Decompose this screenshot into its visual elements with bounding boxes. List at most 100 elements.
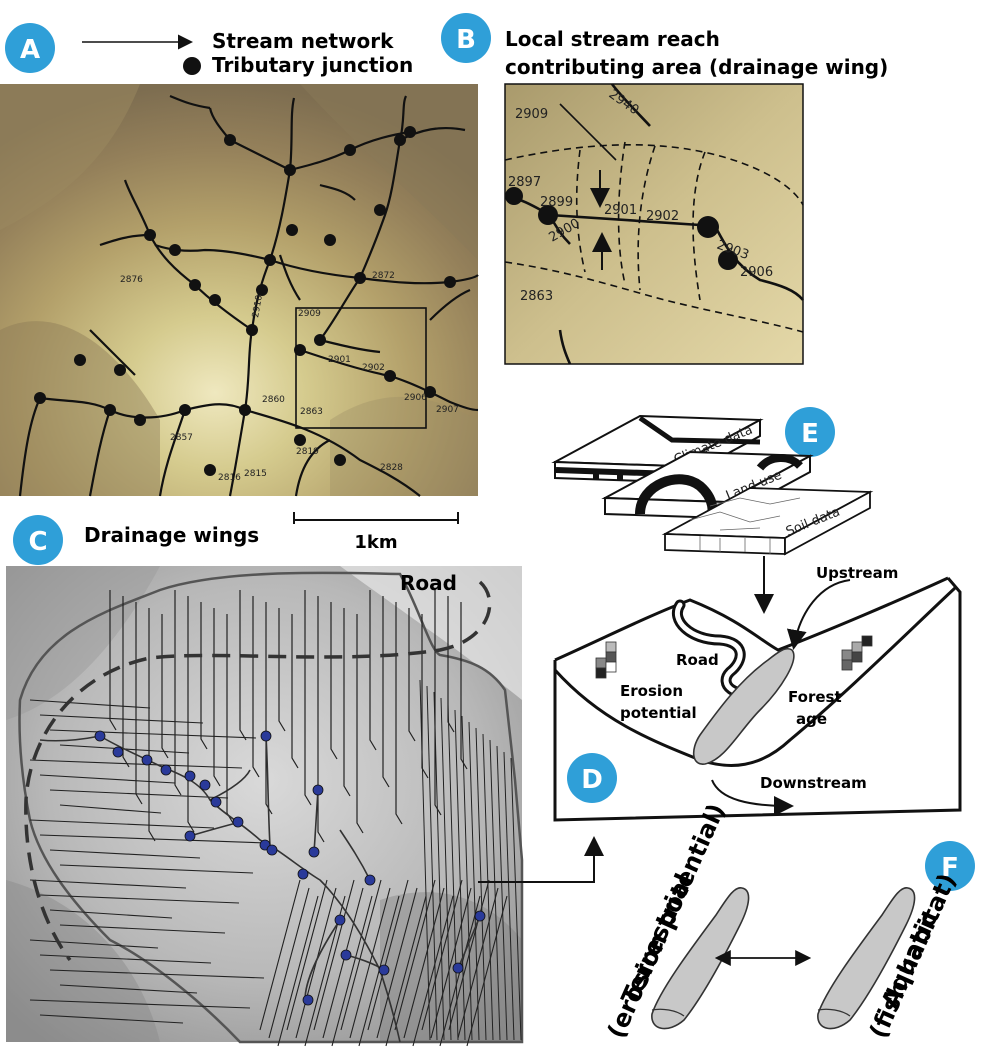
panel-b-streams xyxy=(504,83,805,365)
drainage-wing-line xyxy=(475,727,487,1041)
junction-dot xyxy=(112,746,124,758)
stream-segment xyxy=(358,95,408,279)
junction-dot xyxy=(184,770,196,782)
junction-dot xyxy=(169,244,181,256)
junction-dot xyxy=(179,404,191,416)
stream-label: 2876 xyxy=(120,275,143,285)
drainage-wing-line xyxy=(291,614,299,769)
drainage-wings-c xyxy=(29,590,522,1047)
panel-f: F Terrestrial (erosion potential) Aquati… xyxy=(602,799,975,1042)
stream-label: 2902 xyxy=(362,363,385,373)
drainage-wing-line xyxy=(252,596,260,778)
stream-segment xyxy=(89,329,136,376)
drainage-wing-line xyxy=(49,729,257,739)
stream-segment xyxy=(169,94,211,110)
road-dashed-line xyxy=(24,580,492,962)
layer-soil: Soil data xyxy=(661,487,874,556)
drainage-wing-line xyxy=(174,590,182,796)
stream-label: 2907 xyxy=(436,405,459,415)
junction-dot xyxy=(224,134,236,146)
panel-d: Upstream Downstream Road Erosion potenti… xyxy=(553,564,962,822)
junction-dot xyxy=(232,816,244,828)
junction-dot xyxy=(384,370,396,382)
junctions-c xyxy=(94,730,486,1006)
drainage-wing-line xyxy=(430,887,472,1039)
junction-dot xyxy=(204,464,216,476)
junction-dot xyxy=(344,144,356,156)
drainage-wing-line xyxy=(489,739,501,1041)
drainage-wing-line xyxy=(313,879,355,1031)
drainage-wing-line xyxy=(49,969,265,979)
drainage-wing-line xyxy=(434,590,442,816)
drainage-wing-line xyxy=(419,679,431,1041)
stream-segment xyxy=(339,829,371,881)
drainage-wing-line xyxy=(29,759,243,769)
stream-segment xyxy=(244,408,421,497)
junction-dot xyxy=(209,294,221,306)
junction-dot xyxy=(340,949,352,961)
link-arrow-c-to-d xyxy=(478,836,604,883)
junction-dot xyxy=(184,830,196,842)
road-label: Road xyxy=(400,571,457,595)
drainage-wing-line xyxy=(278,608,286,732)
stream-label: 2906 xyxy=(740,265,773,280)
drainage-wing-boundaries xyxy=(504,141,804,333)
relief-shade xyxy=(340,566,522,700)
stream-label: 2860 xyxy=(262,395,285,405)
drainage-wing-line xyxy=(226,614,234,824)
scale-bar-label: 1km xyxy=(354,532,397,553)
junction-dot xyxy=(302,994,314,1006)
junction-dot xyxy=(160,764,172,776)
relief-shade xyxy=(0,84,140,230)
drainage-wing-line xyxy=(447,596,455,733)
stream-label: 2819 xyxy=(296,447,319,457)
drainage-wing-line xyxy=(367,879,409,1031)
junction-dot xyxy=(199,779,211,791)
junction-dot xyxy=(538,205,558,225)
road-squiggle-inner xyxy=(675,602,763,696)
drainage-wing-line xyxy=(59,924,226,934)
panel-b: B Local stream reach contributing area (… xyxy=(441,13,888,365)
drainage-wing-line xyxy=(503,751,515,1041)
drainage-wing-line xyxy=(200,602,208,750)
panel-c-letter: C xyxy=(28,527,47,557)
block-top-edge xyxy=(554,576,949,662)
stream-label: 2906 xyxy=(404,393,427,403)
junction-dot xyxy=(364,874,376,886)
erosion-label-2: potential xyxy=(620,704,697,722)
junction-dot xyxy=(256,284,268,296)
drainage-wing-line xyxy=(49,849,201,859)
forest-label-1: Forest xyxy=(788,688,842,706)
stream-label: 2863 xyxy=(300,407,323,417)
stream-segment xyxy=(18,397,42,497)
stream-segment xyxy=(399,126,466,141)
drainage-wing-line xyxy=(331,895,373,1047)
drainage-wing-line xyxy=(49,909,173,919)
junction-dot xyxy=(284,164,296,176)
stream-label: 2897 xyxy=(508,175,541,190)
drainage-wing-line xyxy=(343,608,351,797)
junction-dot xyxy=(424,386,436,398)
panel-f-badge xyxy=(925,841,975,891)
drainage-wing-line xyxy=(239,590,247,741)
drainage-wing-line xyxy=(440,697,452,1041)
junction-dot xyxy=(697,216,719,238)
stream-labels-a: 2909 2901 2902 2910 2863 2860 2872 2857 … xyxy=(120,271,459,483)
drainage-wing-line xyxy=(403,887,445,1039)
stream-segment xyxy=(265,735,271,847)
relief-shade xyxy=(0,321,160,496)
drainage-wing-line xyxy=(395,602,403,825)
stream-segment xyxy=(278,254,301,301)
junctions-a xyxy=(34,126,456,476)
junction-dot xyxy=(239,404,251,416)
stream-label: 2816 xyxy=(218,473,241,483)
drainage-wing-line xyxy=(447,703,459,1041)
drainage-wing-line xyxy=(394,879,436,1031)
junction-dot xyxy=(144,229,156,241)
drainage-wing-line xyxy=(466,895,508,1047)
drainage-wing-line xyxy=(213,608,221,787)
pixel-icon-left xyxy=(595,641,617,679)
junction-dot xyxy=(312,784,324,796)
stream-label: 2901 xyxy=(604,203,637,218)
junction-dot xyxy=(444,276,456,288)
